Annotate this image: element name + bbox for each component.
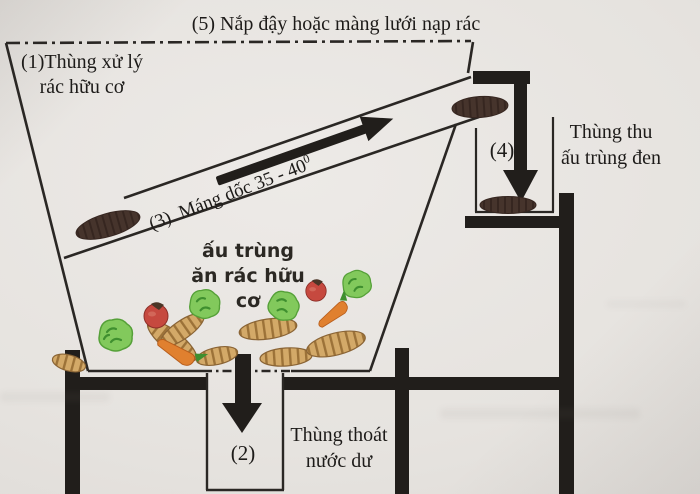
waste-bin-outline (4, 39, 475, 373)
collection-elbow-arrow (473, 71, 538, 202)
cabbage-icon (342, 269, 372, 299)
larvae-feeding-label-line1: ấu trùng (201, 240, 295, 262)
larva-icon (259, 347, 313, 367)
chute-lower-line (63, 115, 480, 260)
page-bleed-smudge (0, 392, 110, 402)
lid-label: (5) Nắp đậy hoặc màng lưới nạp rác (186, 12, 486, 37)
stand-bar-right (283, 377, 574, 390)
larva-dark-icon (451, 95, 509, 119)
chute (63, 75, 480, 260)
larva-icon (51, 353, 87, 373)
collection-bin-label: Thùng thu ấu trùng đen (552, 119, 670, 171)
collection-bin-number: (4) (483, 137, 521, 163)
collection-bin-label-line2: ấu trùng đen (561, 147, 661, 169)
drain-bin-number-text: (2) (230, 441, 256, 465)
cabbage-icon (98, 318, 134, 352)
chute-arrow (216, 116, 394, 186)
vegetables-group (98, 269, 372, 366)
stand-right-post (559, 193, 574, 494)
carrot-icon (157, 339, 209, 366)
drain-bin-label: Thùng thoát nước dư (280, 422, 398, 474)
larva-icon (306, 330, 366, 358)
drain-bin (205, 373, 285, 492)
dark-larvae-group (75, 95, 537, 240)
larva-icon (195, 346, 239, 366)
lid-label-text: (5) Nắp đậy hoặc màng lưới nạp rác (191, 13, 481, 35)
larvae-group (51, 312, 366, 373)
carrot-icon (318, 289, 348, 328)
drain-bin-number: (2) (221, 440, 265, 466)
larva-dark-icon (75, 210, 141, 240)
chute-upper-line (123, 75, 472, 200)
processing-bin-label-line2: rác hữu cơ (39, 76, 125, 98)
collection-shelf (465, 216, 574, 228)
larva-dark-icon (479, 196, 537, 214)
bin-top-right-corner (466, 41, 475, 74)
processing-bin-label: (1)Thùng xử lý rác hữu cơ (4, 50, 160, 100)
tomato-icon (305, 279, 327, 302)
page-bleed-smudge (606, 300, 686, 308)
cabbage-icon (267, 290, 300, 321)
drain-bin-label-line2: nước dư (305, 450, 373, 472)
larva-icon (238, 317, 298, 341)
lid-dashed-line (5, 39, 472, 45)
bin-left-wall (4, 42, 90, 372)
processing-bin-label-line1: (1)Thùng xử lý (21, 51, 143, 73)
page-bleed-smudge (440, 408, 640, 419)
bin-right-wall (368, 123, 458, 372)
cabbage-icon (189, 289, 221, 320)
larvae-feeding-label-line2: ăn rác hữu cơ (191, 265, 305, 312)
tomato-icon (143, 302, 169, 329)
stand-frame (65, 193, 574, 494)
drain-arrow (222, 354, 262, 433)
stand-bar-left (65, 377, 208, 390)
collection-bin-number-text: (4) (489, 138, 515, 162)
drain-bin-label-line1: Thùng thoát (290, 424, 388, 446)
larvae-feeding-label: ấu trùng ăn rác hữu cơ (181, 239, 315, 314)
collection-bin-label-line1: Thùng thu (569, 121, 653, 143)
